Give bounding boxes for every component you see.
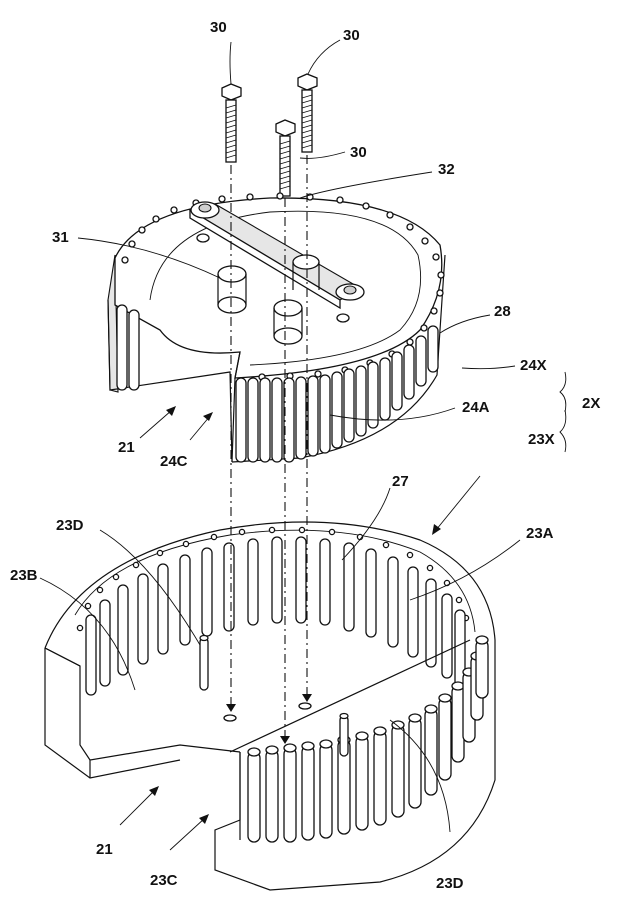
label-lower-rollers-right: 23A xyxy=(526,525,554,542)
label-upper-assembly: 24X xyxy=(520,357,547,374)
label-lower-wall: 23B xyxy=(10,567,38,584)
label-hole: 31 xyxy=(52,229,69,246)
label-lower-assembly: 23X xyxy=(528,431,555,448)
lower-pins xyxy=(200,636,348,757)
label-lower-cutout: 23C xyxy=(150,872,178,889)
label-bolt-middle: 30 xyxy=(350,144,367,161)
label-top-rim: 28 xyxy=(494,303,511,320)
label-group: 2X xyxy=(582,395,600,412)
label-lower-rollers-front: 23D xyxy=(436,875,464,892)
label-upper-gap-arrow: 21 xyxy=(118,439,135,456)
bolt-right xyxy=(298,74,317,152)
label-upper-rollers: 24A xyxy=(462,399,490,416)
label-bridge: 32 xyxy=(438,161,455,178)
label-upper-cutout: 24C xyxy=(160,453,188,470)
lower-assembly xyxy=(45,522,495,890)
label-bolt-top-right: 30 xyxy=(343,27,360,44)
label-lower-rollers-left: 23D xyxy=(56,517,84,534)
label-lower-gap-arrow: 21 xyxy=(96,841,113,858)
label-inner-rollers: 27 xyxy=(392,473,409,490)
lower-back-rollers xyxy=(86,537,465,695)
label-bolt-top-left: 30 xyxy=(210,19,227,36)
bolt-middle xyxy=(276,120,295,196)
bolt-left xyxy=(222,84,241,162)
